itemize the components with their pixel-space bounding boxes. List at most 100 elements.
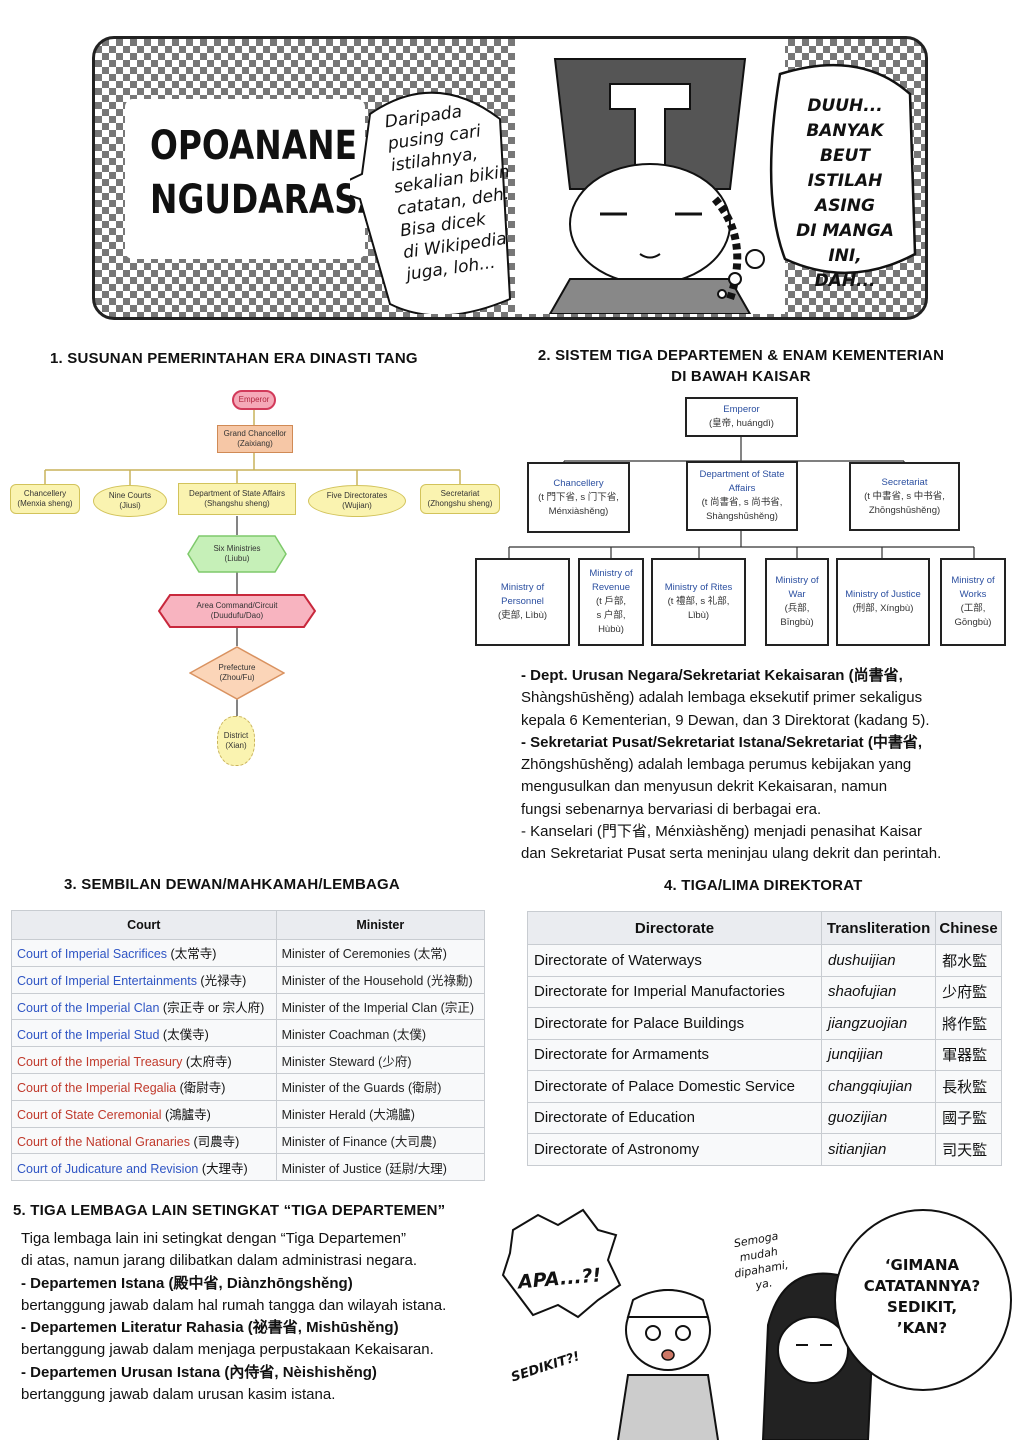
org-label: Emperor (723, 404, 760, 415)
node-six-ministries: Six Ministries (Liubu) (187, 535, 287, 573)
court-cell: Court of the Imperial Regalia (衛尉寺) (11, 1072, 277, 1101)
court-link[interactable]: Court of Judicature and Revision (17, 1161, 199, 1176)
right-bubble-line: ISTILAH ASING (807, 171, 883, 216)
org-sublabel: Lǐbù) (687, 610, 710, 621)
org-sublabel: (t 門下省, s 门下省, (538, 491, 619, 503)
node-label: Prefecture (218, 663, 256, 672)
node-sublabel: (Zhongshu sheng) (427, 499, 493, 508)
note-line: Shàngshūshěng) adalah lembaga eksekutif … (521, 689, 923, 707)
court-cell: Court of Imperial Sacrifices (太常寺) (11, 939, 277, 967)
section5-line: - Departemen Istana (殿中省, Diànzhōngshěng… (21, 1274, 353, 1292)
note-line: - Sekretariat Pusat/Sekretariat Istana/S… (521, 733, 923, 751)
org-label: Secretariat (881, 476, 928, 488)
table-row: Court of the Imperial Clan (宗正寺 or 宗人府)M… (11, 992, 486, 1021)
table-row: Court of Imperial Sacrifices (太常寺)Minist… (11, 939, 486, 967)
section2-heading: 2. SISTEM TIGA DEPARTEMEN & ENAM KEMENTE… (516, 345, 966, 387)
org-secretariat-box: Secretariat (t 中書省, s 中书省, Zhōngshūshěng… (849, 462, 960, 531)
org-sublabel: (t 中書省, s 中书省, (864, 490, 945, 502)
court-chinese: (太常寺) (167, 947, 217, 962)
comic-illustration (501, 1208, 1012, 1440)
note-line: Zhōngshūshěng) adalah lembaga perumus ke… (521, 756, 912, 774)
directorate-cell: Directorate of Waterways (527, 944, 822, 977)
minister-cell: Minister of the Guards (衛尉) (275, 1072, 486, 1101)
node-five-directorates: Five Directorates (Wujian) (308, 485, 406, 517)
character-illustration (515, 39, 785, 314)
table-row: Court of Imperial Entertainments (光禄寺)Mi… (11, 965, 486, 994)
court-chinese: (太僕寺) (159, 1027, 209, 1042)
node-chancellery: Chancellery (Menxia sheng) (10, 484, 80, 514)
comic-right-line: CATATANNYA? (863, 1277, 981, 1295)
table-row: Court of Judicature and Revision (大理寺)Mi… (11, 1153, 486, 1182)
court-link[interactable]: Court of Imperial Sacrifices (17, 947, 168, 962)
table-row: Court of the Imperial Regalia (衛尉寺)Minis… (11, 1072, 486, 1101)
table-row: Court of the Imperial Stud (太僕寺)Minister… (11, 1019, 486, 1048)
node-sublabel: (Zhou/Fu) (219, 673, 255, 682)
node-label: Nine Courts (108, 491, 152, 500)
column-header-minister: Minister (275, 910, 486, 940)
court-link[interactable]: Court of Imperial Entertainments (17, 974, 197, 989)
chinese-cell: 軍器監 (935, 1038, 1002, 1071)
court-link[interactable]: Court of the Imperial Stud (17, 1027, 160, 1042)
directorates-table: Directorate Transliteration Chinese Dire… (527, 911, 1002, 1166)
courts-table-body: Court of Imperial Sacrifices (太常寺) Minist… (11, 939, 486, 1182)
court-link[interactable]: Court of the Imperial Regalia (17, 1081, 177, 1096)
court-cell: Court of the National Granaries (司農寺) (11, 1126, 277, 1155)
court-cell: Court of the Imperial Clan (宗正寺 or 宗人府) (11, 992, 277, 1021)
node-sublabel: (Menxia sheng) (17, 499, 73, 508)
node-label: Department of State Affairs (189, 489, 285, 498)
node-dept-state-affairs: Department of State Affairs (Shangshu sh… (178, 483, 296, 515)
court-cell: Court of Judicature and Revision (大理寺) (11, 1153, 277, 1182)
note-line: mengusulkan dan menyusun dekrit Kekaisar… (521, 778, 888, 796)
node-sublabel: (Jiusi) (119, 501, 141, 510)
section5-line: di atas, namun jarang dilibatkan dalam a… (21, 1252, 418, 1270)
court-link[interactable]: Court of the Imperial Clan (17, 1000, 160, 1015)
court-chinese: (太府寺) (182, 1054, 232, 1069)
node-nine-courts: Nine Courts (Jiusi) (93, 485, 167, 517)
org-sublabel: Ménxiàshěng) (548, 505, 609, 517)
section5-line: bertanggung jawab dalam menjaga perpusta… (21, 1341, 434, 1359)
court-chinese: (宗正寺 or 宗人府) (159, 1000, 265, 1015)
node-district: District (Xian) (217, 716, 255, 766)
table-row: Court of the Imperial Treasury (太府寺)Mini… (11, 1046, 486, 1074)
org-sublabel: (t 戶部, (595, 596, 627, 607)
org-sublabel: Gōngbù) (954, 617, 992, 628)
table-header-row: Directorate Transliteration Chinese (527, 911, 1002, 945)
org-sublabel: Shàngshūshěng) (706, 511, 778, 522)
node-sublabel: (Liubu) (224, 554, 250, 563)
node-emperor: Emperor (232, 390, 276, 410)
node-prefecture: Prefecture (Zhou/Fu) (189, 646, 285, 700)
column-header-court: Court (11, 910, 277, 940)
table-row: Court of State Ceremonial (鴻臚寺)Minister … (11, 1099, 486, 1128)
chinese-cell: 都水監 (935, 944, 1002, 977)
minister-cell: Minister of Finance (大司農) (275, 1126, 486, 1155)
directorate-cell: Directorate of Education (527, 1101, 822, 1134)
node-label: Secretariat (440, 489, 480, 498)
org-sublabel: Bīngbù) (780, 617, 814, 628)
org-sublabel: Zhōngshūshěng) (868, 504, 941, 516)
node-label: District (223, 731, 249, 740)
section2-notes: - Dept. Urusan Negara/Sekretariat Kekais… (521, 665, 1011, 866)
node-prefecture-shape (189, 646, 285, 700)
banner-title-line1: OPOANANE (150, 123, 358, 169)
column-header-chinese: Chinese (935, 911, 1002, 945)
minister-cell: Minister of Justice (廷尉/大理) (275, 1153, 486, 1182)
node-emperor-label: Emperor (238, 395, 270, 404)
org-label: Ministry of (500, 582, 545, 593)
court-link[interactable]: Court of the National Granaries (17, 1134, 191, 1149)
node-label: Five Directorates (326, 491, 388, 500)
note-line: - Kanselari (門下省, Ménxiàshěng) menjadi p… (521, 823, 923, 841)
note-line: dan Sekretariat Pusat serta meninjau ula… (521, 845, 942, 863)
court-link[interactable]: Court of State Ceremonial (17, 1108, 162, 1123)
transliteration-cell: guozijian (820, 1101, 937, 1134)
court-link[interactable]: Court of the Imperial Treasury (17, 1054, 183, 1069)
transliteration-cell: jiangzuojian (820, 1007, 937, 1040)
org-emperor-box: Emperor (皇帝, huángdì) (685, 397, 798, 437)
directorate-cell: Directorate for Palace Buildings (527, 1007, 822, 1040)
section2-heading-line1: 2. SISTEM TIGA DEPARTEMEN & ENAM KEMENTE… (537, 347, 945, 364)
node-sublabel: (Zaixiang) (237, 439, 273, 448)
org-label: Revenue (591, 582, 631, 593)
court-cell: Court of State Ceremonial (鴻臚寺) (11, 1099, 277, 1128)
transliteration-cell: shaofujian (820, 975, 937, 1008)
